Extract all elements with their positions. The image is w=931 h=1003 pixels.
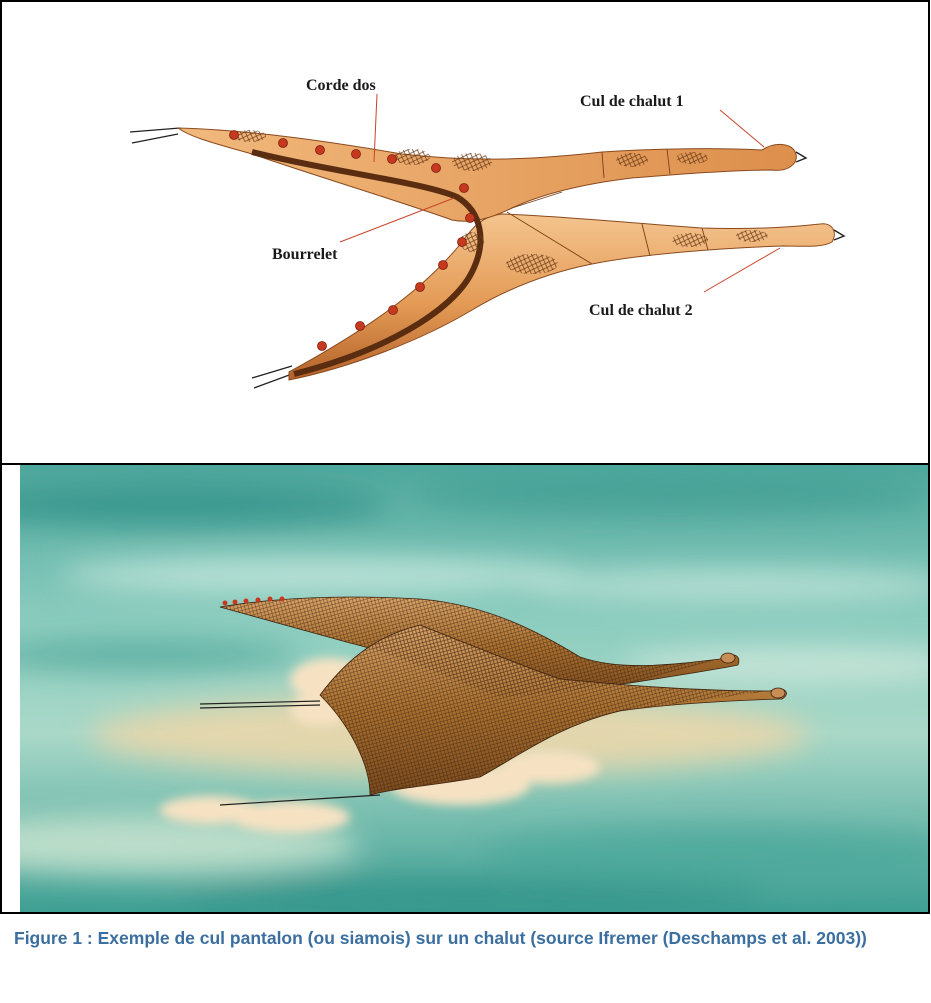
underwater-scene-svg xyxy=(20,465,928,912)
underwater-trawl-illustration xyxy=(20,465,928,912)
label-bourrelet: Bourrelet xyxy=(272,246,338,263)
label-cul-de-chalut-1: Cul de chalut 1 xyxy=(580,93,684,110)
trawl-diagram-svg: Corde dos Cul de chalut 1 Bourrelet Cul … xyxy=(2,2,928,463)
label-corde-dos: Corde dos xyxy=(306,77,376,94)
figure-caption: Figure 1 : Exemple de cul pantalon (ou s… xyxy=(14,925,919,952)
label-cul-de-chalut-2: Cul de chalut 2 xyxy=(589,302,693,319)
labeled-trawl-illustration: Corde dos Cul de chalut 1 Bourrelet Cul … xyxy=(2,2,928,463)
trawl-upper-wing xyxy=(178,128,796,221)
warp-lines xyxy=(130,128,292,388)
